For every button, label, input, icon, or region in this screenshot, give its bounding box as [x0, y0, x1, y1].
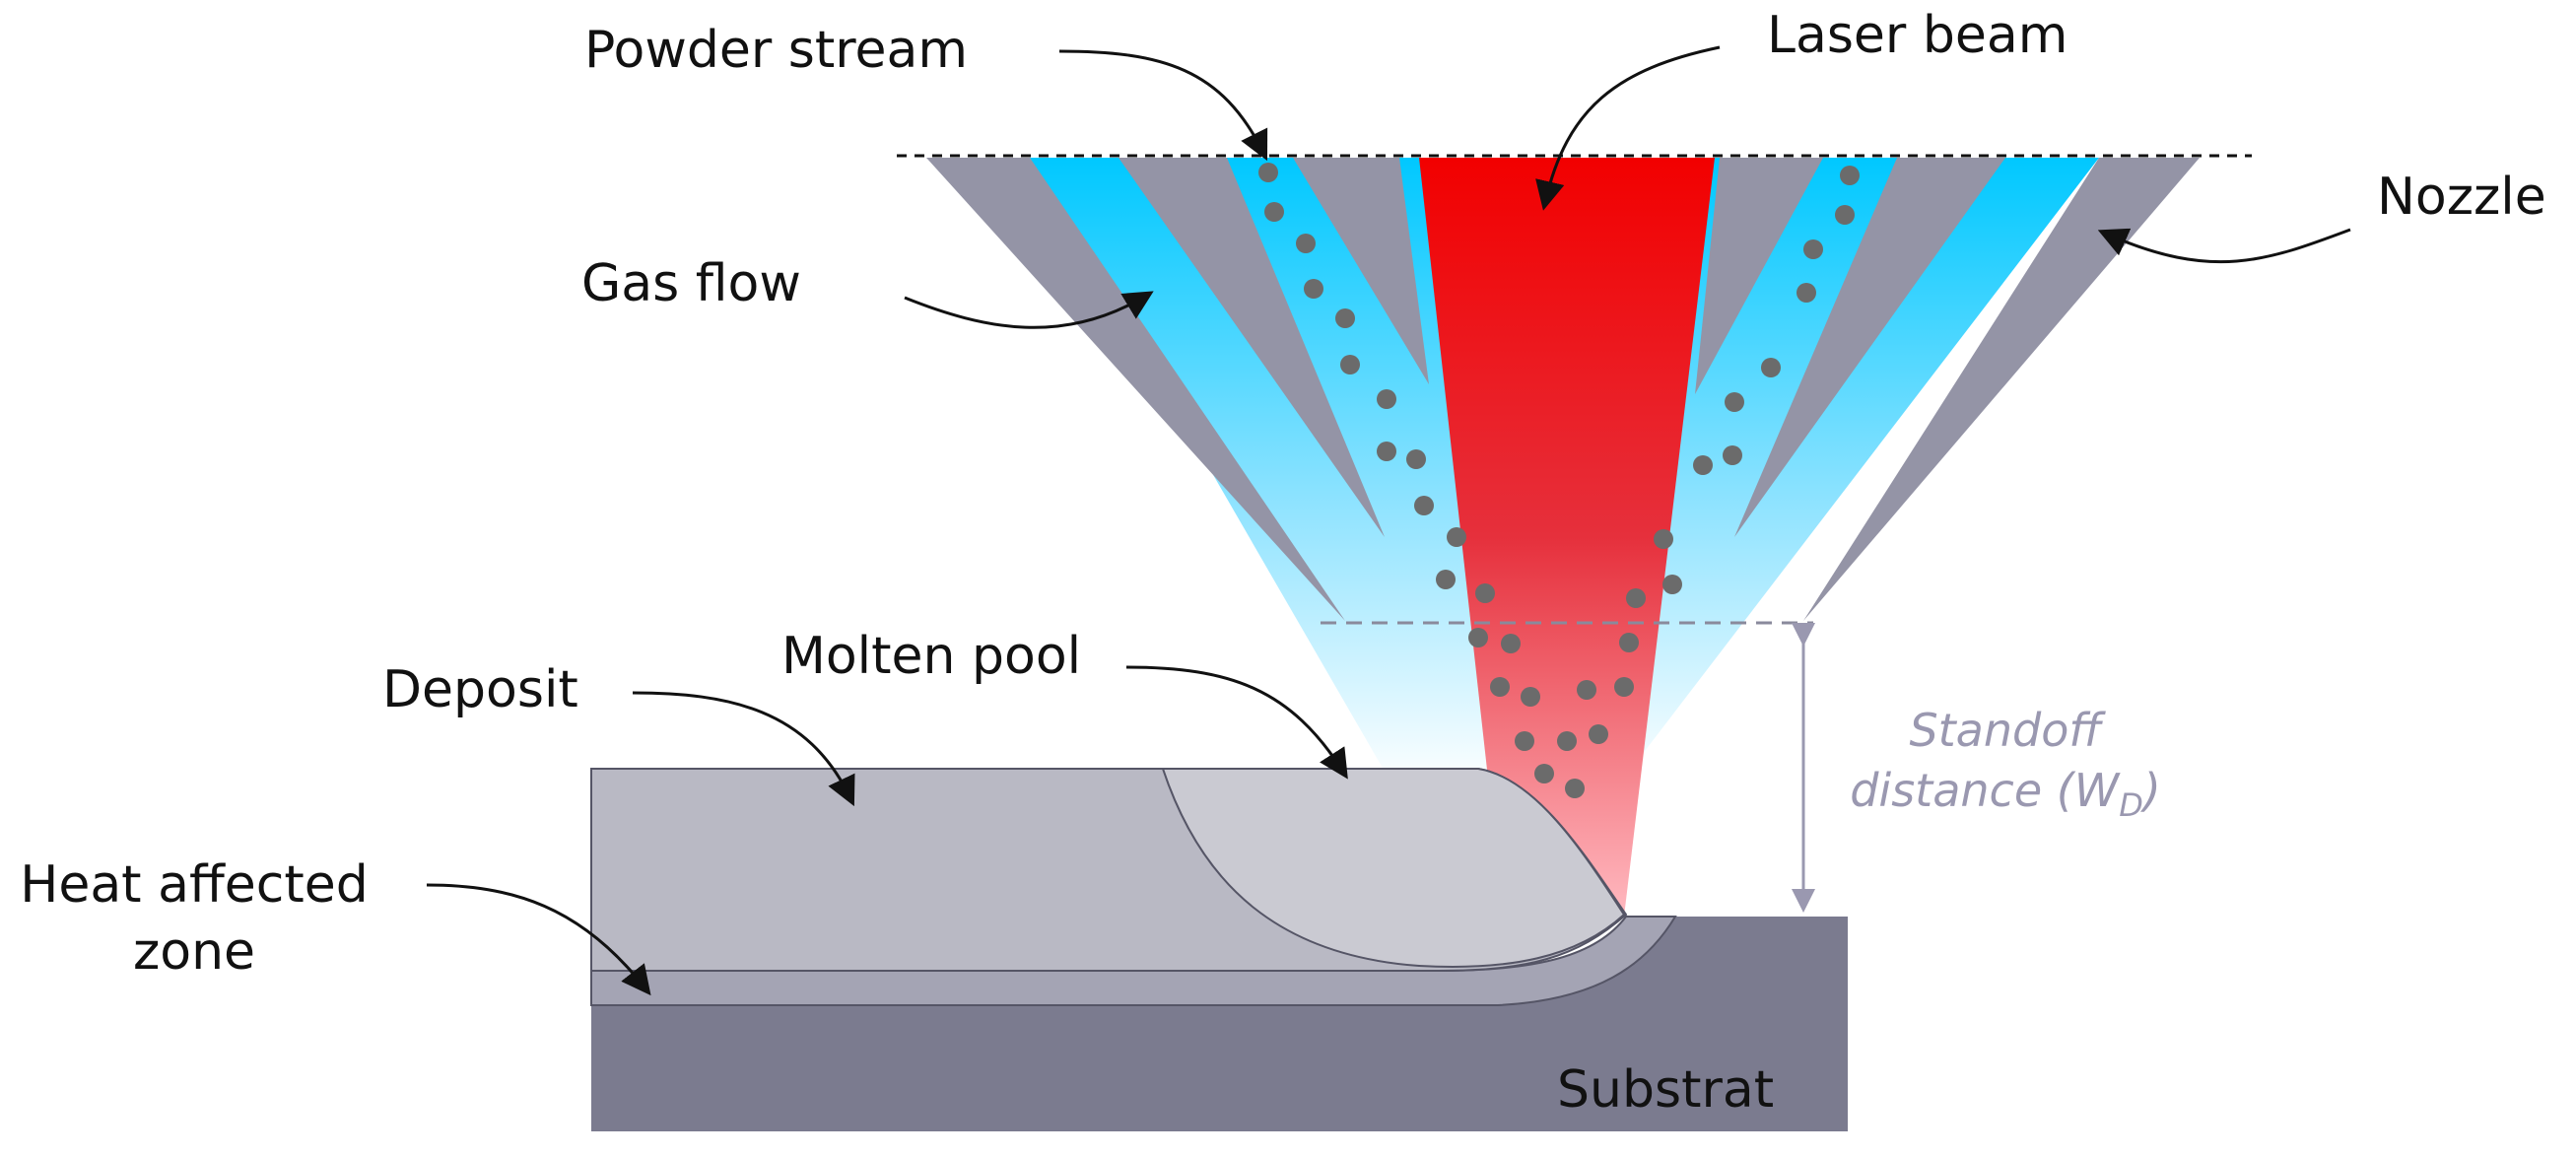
nozzle-outer-left: [926, 158, 1345, 621]
powder-particle: [1835, 205, 1855, 225]
powder-particle: [1490, 677, 1510, 697]
powder-particle: [1377, 442, 1396, 461]
powder-particle: [1468, 628, 1488, 647]
laser-beam-label: Laser beam: [1767, 6, 2068, 65]
powder-particle: [1534, 764, 1554, 783]
powder-particle: [1577, 680, 1596, 700]
molten-pool-label: Molten pool: [781, 627, 1081, 686]
powder-particle: [1406, 449, 1426, 469]
standoff-label-subscript: D: [2119, 786, 2143, 824]
deposit-label: Deposit: [382, 660, 578, 719]
standoff-label-line1: Standoff: [1909, 704, 2106, 757]
powder-particle: [1475, 583, 1495, 603]
standoff-label-prefix: distance (W: [1850, 764, 2120, 817]
gas-flow-label: Gas flow: [581, 254, 801, 313]
laser-beam: [1419, 158, 1715, 917]
nozzle-outer-right: [1803, 158, 2200, 621]
nozzle-inner-right-a: [1695, 158, 1823, 394]
powder-particle: [1264, 202, 1284, 222]
heat-affected-zone-label-line1: Heat affected: [20, 855, 369, 915]
molten-pool-pointer-arrow: [1125, 665, 1348, 780]
nozzle-inner-left-b: [1293, 158, 1429, 384]
nozzle-label: Nozzle: [2377, 168, 2546, 227]
standoff-label-line2: distance (WD): [1850, 764, 2161, 824]
powder-particle: [1589, 724, 1608, 744]
powder-particle: [1725, 392, 1744, 412]
substrate: [591, 917, 1848, 1131]
powder-stream-label: Powder stream: [584, 21, 968, 80]
powder-particle: [1521, 687, 1540, 707]
powder-particle: [1335, 308, 1355, 328]
molten-pool: [1161, 768, 1626, 969]
powder-particle: [1626, 588, 1646, 608]
powder-particle: [1377, 389, 1396, 409]
powder-particle: [1803, 239, 1823, 259]
heat-affected-zone-label-line2: zone: [133, 922, 255, 982]
powder-particle: [1501, 634, 1521, 653]
powder-particle: [1447, 527, 1466, 547]
powder-stream-pointer-arrow: [1058, 49, 1268, 162]
substrate-label: Substrat: [1557, 1060, 1774, 1120]
powder-particle: [1515, 731, 1534, 751]
powder-particle: [1258, 163, 1278, 182]
powder-particle: [1340, 355, 1360, 374]
powder-particle: [1654, 529, 1673, 549]
nozzle-pointer-arrow: [2097, 228, 2351, 264]
powder-particle: [1761, 358, 1781, 377]
powder-particle: [1614, 677, 1634, 697]
gas-flow-pointer-arrow: [904, 291, 1154, 329]
powder-particle: [1565, 779, 1585, 798]
powder-particle: [1296, 234, 1316, 253]
powder-particle: [1557, 731, 1577, 751]
powder-particle: [1414, 496, 1434, 515]
powder-particle: [1796, 283, 1816, 303]
powder-particle: [1693, 455, 1713, 475]
powder-particle: [1619, 633, 1639, 652]
laser-beam-pointer-arrow: [1535, 45, 1721, 211]
heat-affected-zone-pointer-arrow: [426, 883, 651, 996]
powder-particle: [1436, 570, 1456, 589]
powder-particle: [1723, 445, 1742, 465]
standoff-label-suffix: ): [2140, 764, 2161, 817]
powder-particle: [1304, 279, 1323, 299]
powder-particles: [1258, 163, 1860, 798]
nozzle-inner-left-a: [1119, 158, 1385, 537]
nozzle-inner-right-b: [1734, 158, 2005, 537]
powder-particle: [1840, 166, 1860, 185]
powder-particle: [1662, 575, 1682, 594]
deposit-pointer-arrow: [632, 691, 855, 807]
